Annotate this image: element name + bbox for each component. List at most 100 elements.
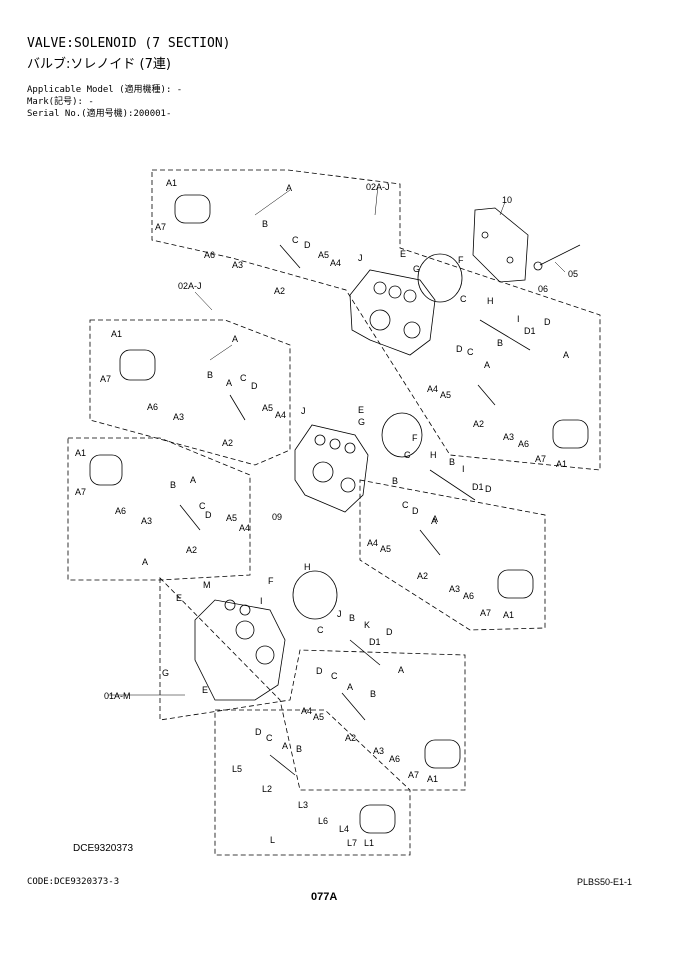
- part-label: F: [412, 433, 418, 443]
- part-label: A7: [100, 374, 111, 384]
- part-label: L: [270, 835, 275, 845]
- washer-06: [533, 261, 543, 271]
- callout-09: 09: [272, 512, 282, 522]
- part-label: A4: [367, 538, 378, 548]
- part-label: A1: [503, 610, 514, 620]
- part-label: H: [430, 450, 437, 460]
- serial-number: Serial No.(適用号機):200001-: [27, 109, 172, 119]
- part-label: L7: [347, 838, 357, 848]
- part-label: A: [190, 475, 196, 485]
- part-label: L4: [339, 824, 349, 834]
- part-label: L3: [298, 800, 308, 810]
- part-label: F: [458, 255, 464, 265]
- part-label: D1: [369, 637, 381, 647]
- part-label: A6: [115, 506, 126, 516]
- part-label: A: [142, 557, 148, 567]
- part-label: D: [386, 627, 393, 637]
- callout-06: 06: [538, 284, 548, 294]
- part-label: A4: [239, 523, 250, 533]
- part-label: A5: [313, 712, 324, 722]
- page-number: 077A: [311, 891, 338, 903]
- part-label: C: [460, 294, 467, 304]
- part-label: A1: [75, 448, 86, 458]
- drawing-code: DCE9320373: [73, 843, 134, 854]
- part-label: I: [260, 596, 263, 606]
- part-label: A: [232, 334, 238, 344]
- part-label: D: [485, 484, 492, 494]
- part-label: A: [484, 360, 490, 370]
- part-label: A: [398, 665, 404, 675]
- part-label: C: [317, 625, 324, 635]
- part-label: A1: [166, 178, 177, 188]
- part-label: C: [199, 501, 206, 511]
- part-label: A2: [274, 286, 285, 296]
- part-label: D1: [472, 482, 484, 492]
- footer-code: CODE:DCE9320373-3: [27, 877, 120, 887]
- part-label: I: [517, 314, 520, 324]
- part-label: L5: [232, 764, 242, 774]
- part-label: A5: [318, 250, 329, 260]
- part-label: A: [286, 183, 292, 193]
- part-label: A: [563, 350, 569, 360]
- part-label: A7: [155, 222, 166, 232]
- part-label: C: [331, 671, 338, 681]
- part-label: B: [262, 219, 268, 229]
- valve-body-top: [349, 269, 436, 356]
- part-label: B: [296, 744, 302, 754]
- part-label: A6: [389, 754, 400, 764]
- part-label: A1: [427, 774, 438, 784]
- part-label: C: [467, 347, 474, 357]
- part-label: B: [349, 613, 355, 623]
- part-label: C: [404, 450, 411, 460]
- callout-05: 05: [568, 269, 578, 279]
- part-labels: 02A-J 02A-J 01A-M 10 05 06 09: [104, 182, 578, 701]
- title-english: VALVE:SOLENOID (7 SECTION): [27, 36, 231, 51]
- part-label: K: [364, 620, 370, 630]
- mark: Mark(記号): -: [27, 97, 94, 107]
- part-label: A3: [373, 746, 384, 756]
- part-label: A4: [427, 384, 438, 394]
- part-label: A7: [75, 487, 86, 497]
- applicable-model: Applicable Model (適用機種): -: [27, 85, 183, 95]
- part-label: D: [304, 240, 311, 250]
- part-label: D: [544, 317, 551, 327]
- bolt-05: [539, 244, 581, 266]
- part-label: D: [205, 510, 212, 520]
- part-label: L6: [318, 816, 328, 826]
- part-label: A2: [222, 438, 233, 448]
- part-label: A4: [275, 410, 286, 420]
- part-label: B: [497, 338, 503, 348]
- part-label: D: [255, 727, 262, 737]
- part-label: H: [487, 296, 494, 306]
- part-label: A7: [535, 454, 546, 464]
- part-label: A3: [449, 584, 460, 594]
- part-label: A: [226, 378, 232, 388]
- part-label: G: [358, 417, 365, 427]
- part-label: A3: [503, 432, 514, 442]
- part-label: A5: [262, 403, 273, 413]
- callout-02a-j-mid: 02A-J: [178, 281, 202, 291]
- part-label: B: [207, 370, 213, 380]
- part-label: J: [358, 253, 363, 263]
- part-label: A3: [173, 412, 184, 422]
- part-label: A7: [480, 608, 491, 618]
- part-label: J: [337, 609, 342, 619]
- part-label: A2: [345, 733, 356, 743]
- part-label: C: [292, 235, 299, 245]
- part-label: C: [240, 373, 247, 383]
- group-outlines: [67, 169, 601, 856]
- part-label: B: [170, 480, 176, 490]
- part-label: A5: [440, 390, 451, 400]
- part-label: A6: [463, 591, 474, 601]
- part-label: A5: [380, 544, 391, 554]
- part-label: A: [432, 514, 438, 524]
- part-label: E: [400, 249, 406, 259]
- part-label: I: [462, 464, 465, 474]
- footer-catalog-code: PLBS50-E1-1: [577, 877, 633, 887]
- valve-body-main-m: [194, 599, 286, 701]
- part-label: A2: [186, 545, 197, 555]
- part-label: D: [412, 506, 419, 516]
- part-label: E: [358, 405, 364, 415]
- part-label: A6: [204, 250, 215, 260]
